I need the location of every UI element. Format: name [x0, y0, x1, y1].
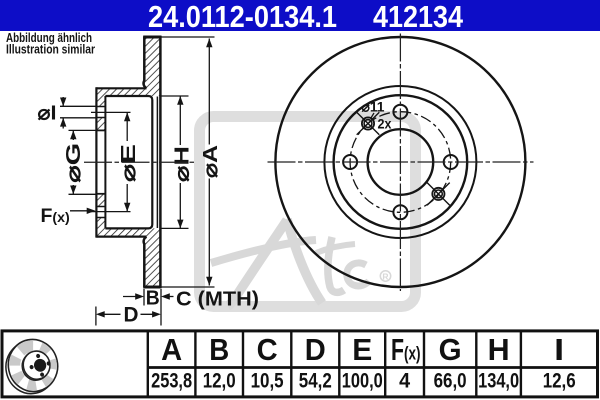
- svg-text:2x: 2x: [378, 117, 392, 132]
- svg-text:24.0112-0134.1: 24.0112-0134.1: [148, 0, 337, 34]
- svg-text:F(x): F(x): [41, 205, 71, 227]
- svg-text:⌀I: ⌀I: [38, 103, 57, 125]
- svg-text:12,0: 12,0: [203, 370, 236, 393]
- svg-text:10,5: 10,5: [251, 370, 284, 393]
- svg-text:(x): (x): [404, 343, 421, 363]
- svg-text:H: H: [488, 332, 510, 367]
- svg-text:E: E: [352, 332, 372, 367]
- svg-text:F: F: [391, 332, 404, 367]
- svg-text:I: I: [554, 332, 564, 367]
- svg-text:134,0: 134,0: [478, 370, 519, 393]
- svg-text:⌀E: ⌀E: [118, 144, 140, 182]
- svg-text:⌀11: ⌀11: [362, 100, 385, 115]
- svg-text:54,2: 54,2: [299, 370, 332, 393]
- svg-text:66,0: 66,0: [434, 370, 467, 393]
- svg-text:⌀H: ⌀H: [171, 146, 193, 182]
- svg-text:B: B: [146, 288, 160, 310]
- svg-text:Abbildung ähnlich: Abbildung ähnlich: [6, 31, 92, 45]
- svg-text:D: D: [124, 304, 139, 327]
- svg-text:⌀A: ⌀A: [200, 145, 222, 178]
- svg-text:D: D: [305, 332, 326, 367]
- svg-text:12,6: 12,6: [543, 370, 576, 393]
- svg-text:R: R: [382, 272, 388, 282]
- svg-text:⌀G: ⌀G: [63, 143, 85, 183]
- svg-text:A: A: [161, 332, 182, 367]
- svg-text:4: 4: [399, 370, 410, 393]
- svg-text:412134: 412134: [373, 0, 464, 34]
- svg-text:100,0: 100,0: [342, 370, 383, 393]
- svg-text:B: B: [209, 332, 229, 367]
- svg-text:Illustration similar: Illustration similar: [6, 43, 95, 57]
- svg-text:C (MTH): C (MTH): [176, 288, 259, 311]
- svg-text:C: C: [257, 332, 278, 367]
- svg-text:253,8: 253,8: [151, 370, 192, 393]
- svg-text:G: G: [439, 332, 462, 367]
